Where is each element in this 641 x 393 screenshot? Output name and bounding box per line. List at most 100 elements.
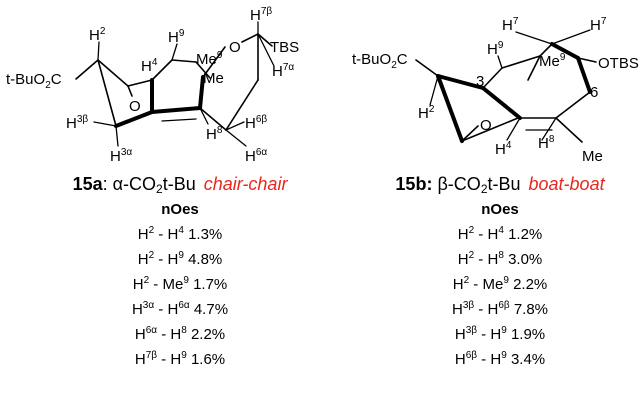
svg-text:H4: H4 [141,57,158,75]
noe-row: H2 - Me9 1.7% [132,275,228,294]
svg-text:H8: H8 [538,134,555,152]
bond [436,74,464,143]
bond [151,59,173,81]
bond [97,59,117,127]
svg-text:H4: H4 [495,140,512,158]
bond [257,33,273,47]
svg-text:H9: H9 [487,40,504,58]
bond [198,75,205,110]
bond [555,117,583,143]
bond [555,91,591,119]
bond [161,118,197,122]
svg-text:Me9: Me9 [196,50,223,68]
noe-row: H2 - H8 3.0% [457,250,543,269]
bond [539,43,553,57]
bond [576,56,592,94]
noe-row: H6α - H8 2.2% [134,325,226,344]
bond [482,67,503,89]
bond [225,121,245,131]
bond [93,121,117,127]
bond [461,125,479,142]
bond [506,117,521,141]
svg-text:H7: H7 [590,16,607,34]
bond [550,42,580,60]
bond [527,55,541,81]
noe-list-15b: H2 - H4 1.2% H2 - H8 3.0% H2 - Me9 2.2% H3β… [370,222,630,372]
noe-heading-15b: nOes [481,201,519,218]
bond [551,29,591,45]
noe-row: H7β - H9 1.6% [134,350,226,369]
noe-row: H3β - H6β 7.8% [451,300,549,319]
svg-text:H6β: H6β [245,114,267,132]
svg-text:H6α: H6α [245,147,267,165]
noe-row: H3β - H9 1.9% [454,325,546,344]
svg-text:H9: H9 [168,28,185,46]
bond [171,59,197,63]
bond [515,31,553,45]
noe-heading-15a: nOes [161,201,199,218]
bond [127,85,133,97]
bond [97,59,129,87]
bond [461,117,519,142]
svg-text:H2: H2 [89,26,106,44]
bond [436,74,485,90]
svg-text:TBS: TBS [270,39,299,56]
bond [241,33,259,43]
noe-row: H2 - H9 4.8% [137,250,223,269]
svg-text:Me: Me [582,148,603,165]
noe-row: H2 - H4 1.3% [137,225,223,244]
bond [577,57,597,63]
svg-text:Me9: Me9 [539,52,566,70]
bond [481,86,522,120]
noe-row: H2 - H4 1.2% [457,225,543,244]
svg-text:O: O [129,98,141,115]
svg-text:H7β: H7β [250,6,272,24]
svg-text:H8: H8 [206,125,223,143]
svg-text:H3β: H3β [66,114,88,132]
bond [429,75,439,106]
noe-row: H3α - H6α 4.7% [131,300,229,319]
bond [541,117,557,141]
svg-text:6: 6 [590,84,598,101]
bonds-15b [415,29,597,143]
bond [114,110,154,128]
bond [97,41,100,61]
bonds-15a [75,21,275,147]
bond [257,33,275,67]
svg-text:t-BuO2C: t-BuO2C [6,71,62,91]
svg-text:t-BuO2C: t-BuO2C [352,51,408,71]
bond [225,129,247,147]
bond [501,55,541,69]
bond [225,79,259,131]
svg-text:Me: Me [203,70,224,87]
bond [415,59,439,77]
svg-text:O: O [480,117,492,134]
svg-text:H7α: H7α [272,62,294,80]
noe-row: H2 - Me9 2.2% [452,275,548,294]
bond [497,55,503,69]
svg-text:H3α: H3α [110,147,132,165]
bond [195,61,211,79]
bond [75,59,99,80]
atom-labels-15b: t-BuO2C H7 H7 H9 Me9 OTBS 3 6 H2 O H4 H8… [352,16,639,165]
bond [199,107,227,131]
bond [199,107,209,125]
bond [202,46,226,78]
atom-labels-15a: t-BuO2C H2 H4 H9 Me9 O TBS H7β H7α O Me … [6,6,299,165]
svg-text:H7: H7 [502,16,519,34]
svg-text:3: 3 [476,73,484,90]
svg-text:OTBS: OTBS [598,55,639,72]
bond [115,125,119,147]
bond [150,106,202,114]
noe-list-15a: H2 - H4 1.3% H2 - H9 4.8% H2 - Me9 1.7% H3α… [40,222,320,372]
svg-text:H2: H2 [418,104,435,122]
bond [171,43,178,61]
svg-text:O: O [229,39,241,56]
noe-row: H6β - H9 3.4% [454,350,546,369]
bond [127,79,153,87]
